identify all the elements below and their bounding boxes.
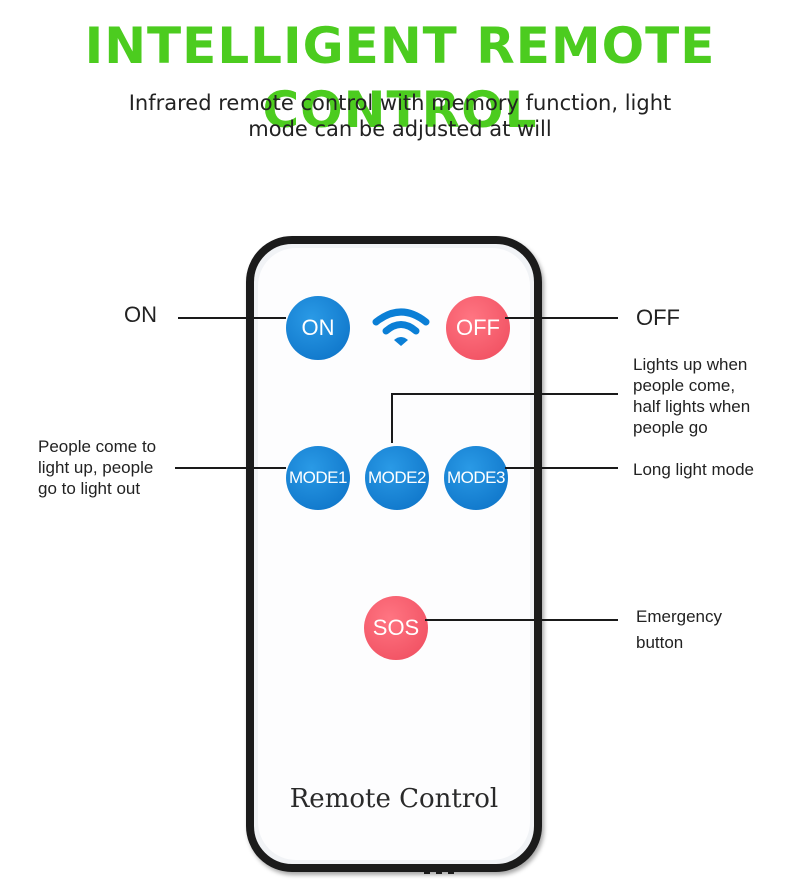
mode2-callout-line-1: Lights up when	[633, 355, 748, 374]
mode1-callout-line	[175, 467, 286, 469]
mode3-button[interactable]: MODE3	[444, 446, 508, 510]
on-callout-label: ON	[124, 302, 157, 327]
remote-control: ON OFF MODE1 MODE2 MODE3 SOS Remote Cont…	[246, 236, 542, 874]
mode2-button[interactable]: MODE2	[365, 446, 429, 510]
mode1-button-label: MODE1	[289, 468, 347, 487]
remote-bottom-notch	[424, 868, 454, 874]
on-callout-line	[178, 317, 286, 319]
mode3-button-label: MODE3	[447, 468, 505, 487]
subtitle-line-1: Infrared remote control with memory func…	[128, 91, 672, 115]
subtitle: Infrared remote control with memory func…	[0, 90, 800, 142]
on-button-label: ON	[301, 315, 335, 340]
wifi-signal-icon	[372, 308, 430, 346]
off-button-label: OFF	[456, 315, 500, 340]
sos-button[interactable]: SOS	[364, 596, 428, 660]
off-callout-line	[505, 317, 618, 319]
mode1-button[interactable]: MODE1	[286, 446, 350, 510]
sos-callout-line-1: Emergency	[636, 607, 722, 626]
remote-brand-label: Remote Control	[289, 784, 499, 814]
sos-callout-line	[425, 619, 618, 621]
mode1-callout-label: People come to light up, people go to li…	[38, 436, 156, 499]
subtitle-line-2: mode can be adjusted at will	[248, 117, 552, 141]
mode2-callout-line-vertical	[391, 393, 393, 443]
mode3-callout-label: Long light mode	[633, 460, 754, 479]
sos-callout-line-2: button	[636, 633, 684, 652]
mode1-callout-line-3: go to light out	[38, 479, 141, 498]
mode2-callout-line-4: people go	[633, 418, 708, 437]
mode3-callout-line	[505, 467, 618, 469]
on-button[interactable]: ON	[286, 296, 350, 360]
mode2-callout-label: Lights up when people come, half lights …	[633, 354, 750, 438]
mode2-callout-line-horizontal	[391, 393, 618, 395]
mode1-callout-line-2: light up, people	[38, 458, 154, 477]
mode2-callout-line-2: people come,	[633, 376, 736, 395]
off-callout-label: OFF	[636, 305, 680, 330]
off-button[interactable]: OFF	[446, 296, 510, 360]
mode2-callout-line-3: half lights when	[633, 397, 751, 416]
mode1-callout-line-1: People come to	[38, 437, 157, 456]
sos-button-label: SOS	[372, 615, 420, 640]
mode2-button-label: MODE2	[368, 468, 426, 487]
sos-callout-label: Emergency button	[636, 604, 722, 656]
page-title: INTELLIGENT REMOTE CONTROL	[84, 17, 716, 139]
